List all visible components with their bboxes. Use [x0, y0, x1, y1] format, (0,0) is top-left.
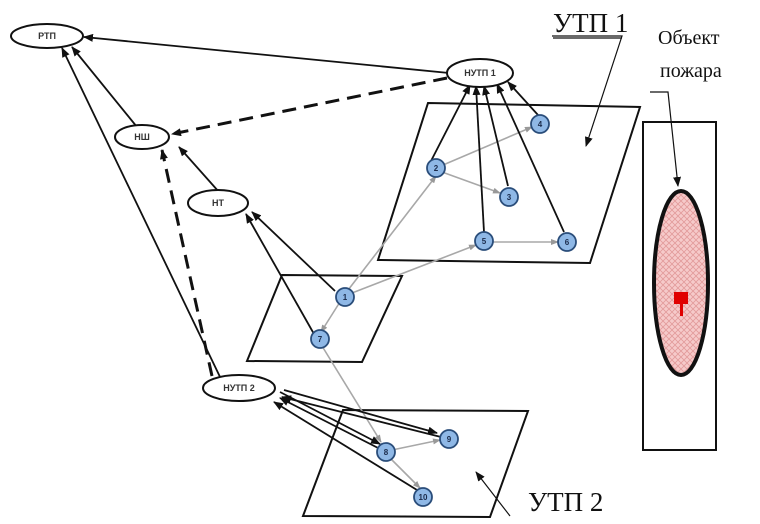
- nt-label: НТ: [212, 198, 224, 208]
- node-2: [426, 158, 446, 178]
- node-9-label: 9: [447, 435, 452, 444]
- link-nutp1-rtp: [83, 33, 450, 74]
- flag-icon: [674, 292, 688, 316]
- node-8-label: 8: [384, 448, 389, 457]
- node-10-label: 10: [419, 493, 428, 502]
- nutp1-label: НУТП 1: [464, 68, 496, 78]
- link-nutp2-rtp: [61, 47, 222, 380]
- gray-link: [391, 438, 441, 451]
- gray-link: [321, 345, 382, 443]
- link-nt-nsh: [178, 146, 220, 193]
- link-1-nt: [251, 211, 336, 292]
- dashed-link-nutp2-nsh: [160, 149, 214, 377]
- node-1: [335, 287, 355, 307]
- node-3-label: 3: [507, 193, 512, 202]
- gray-link: [351, 244, 477, 294]
- nsh-node: НШ: [114, 124, 170, 150]
- node-7: [310, 329, 330, 349]
- gray-link: [435, 126, 533, 169]
- utp2-area: [301, 408, 530, 519]
- link-nsh-rtp: [71, 46, 138, 128]
- object-label-line2: пожара: [660, 60, 722, 82]
- link-5-nutp1: [472, 85, 485, 233]
- nsh-label: НШ: [134, 132, 150, 142]
- center-area: [245, 273, 404, 364]
- utp2-pointer: [475, 471, 511, 517]
- nutp2-node: НУТП 2: [202, 374, 276, 402]
- node-9: [439, 429, 459, 449]
- node-6: [557, 232, 577, 252]
- node-5-label: 5: [482, 237, 487, 246]
- node-6-label: 6: [565, 238, 570, 247]
- link-nutp2-9: [283, 389, 438, 435]
- link-10-nutp2: [273, 401, 418, 491]
- utp2-title: УТП 2: [528, 487, 603, 517]
- link-8-nutp2: [279, 397, 383, 451]
- utp1-pointer: [552, 35, 623, 147]
- node-7-label: 7: [318, 335, 323, 344]
- node-5: [474, 231, 494, 251]
- rtp-label: РТП: [38, 31, 56, 41]
- rtp-node: РТП: [10, 23, 84, 49]
- node-1-label: 1: [343, 293, 348, 302]
- link-9-nutp2: [281, 395, 442, 438]
- node-3: [499, 187, 519, 207]
- dashed-link-nutp1-nsh: [171, 76, 448, 137]
- node-4: [530, 114, 550, 134]
- object-label-line1: Объект: [658, 27, 720, 49]
- node-2-label: 2: [434, 164, 439, 173]
- utp1-title: УТП 1: [553, 8, 628, 38]
- nt-node: НТ: [187, 189, 249, 217]
- gray-link: [389, 457, 421, 489]
- node-4-label: 4: [538, 120, 543, 129]
- object-pointer: [650, 91, 682, 187]
- link-nutp2-8: [279, 391, 381, 445]
- utp1-area: [376, 101, 642, 265]
- nutp1-node: НУТП 1: [446, 58, 514, 88]
- gray-link: [441, 171, 501, 194]
- nutp2-label: НУТП 2: [223, 383, 255, 393]
- gray-link: [344, 175, 437, 295]
- link-3-nutp1: [482, 85, 509, 187]
- node-8: [376, 442, 396, 462]
- link-6-nutp1: [496, 83, 565, 233]
- link-7-nt: [245, 213, 315, 335]
- link-4-nutp1: [507, 81, 539, 116]
- fire-zone: [652, 189, 710, 377]
- node-10: [413, 487, 433, 507]
- link-2-nutp1: [430, 84, 471, 162]
